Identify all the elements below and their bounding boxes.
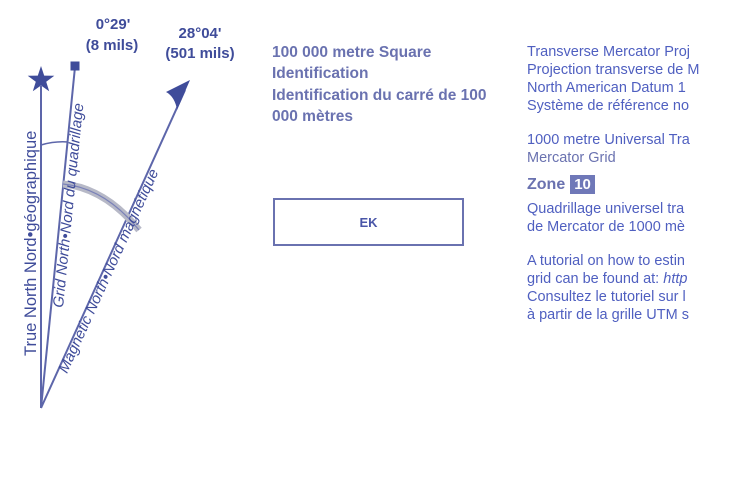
square-identification-fr: Identification du carré de 100 000 mètre… — [272, 87, 487, 125]
tutorial-line-2-text: grid can be found at: — [527, 271, 660, 287]
grid-north-line — [40, 66, 76, 409]
grid-fr-2: de Mercator de 1000 mè — [527, 219, 685, 235]
grid-angle-label: 0°29' — [96, 16, 131, 33]
square-identification: 100 000 metre Square Identification Iden… — [272, 42, 487, 127]
square-code: EK — [359, 214, 378, 230]
star-icon — [27, 66, 55, 92]
square-icon — [70, 61, 80, 71]
declination-diagram: 0°29' (8 mils) 28°04' (501 mils) True No… — [22, 16, 235, 409]
tutorial-block: A tutorial on how to estin grid can be f… — [527, 252, 730, 324]
half-arrow-icon — [166, 80, 190, 110]
grid-north-label: Grid North•Nord du quadrillage — [50, 102, 87, 308]
tutorial-line-2: grid can be found at: http — [527, 270, 730, 288]
tutorial-line-4: à partir de la grille UTM s — [527, 307, 689, 323]
magnetic-angle-label: 28°04' — [179, 25, 222, 42]
magnetic-mils-label: (501 mils) — [165, 45, 234, 62]
zone-label: Zone — [527, 175, 566, 193]
grid-en-2: Mercator Grid — [527, 150, 616, 166]
map-notes: Transverse Mercator Proj Projection tran… — [527, 43, 730, 324]
grid-mils-label: (8 mils) — [86, 37, 139, 54]
datum-en: North American Datum 1 — [527, 80, 686, 96]
square-code-box: EK — [273, 198, 464, 246]
projection-fr: Projection transverse de M — [527, 62, 700, 78]
tutorial-line-3: Consultez le tutoriel sur l — [527, 289, 686, 305]
tutorial-link[interactable]: http — [663, 271, 688, 287]
zone-row: Zone 10 — [527, 175, 730, 194]
datum-fr: Système de référence no — [527, 98, 690, 114]
grid-declination-arc — [40, 141, 69, 146]
true-north-label: True North Nord•géographique — [22, 131, 40, 356]
magnetic-north-line — [40, 89, 186, 409]
zone-number-badge: 10 — [570, 175, 595, 194]
tutorial-line-1: A tutorial on how to estin — [527, 253, 685, 269]
grid-fr-1: Quadrillage universel tra — [527, 201, 685, 217]
square-identification-en: 100 000 metre Square Identification — [272, 44, 432, 82]
grid-block: 1000 metre Universal Tra Mercator Grid Z… — [527, 131, 730, 236]
magnetic-declination-arc-inner — [62, 183, 140, 231]
projection-en: Transverse Mercator Proj — [527, 44, 691, 60]
projection-block: Transverse Mercator Proj Projection tran… — [527, 43, 730, 115]
grid-en-1: 1000 metre Universal Tra — [527, 132, 690, 148]
